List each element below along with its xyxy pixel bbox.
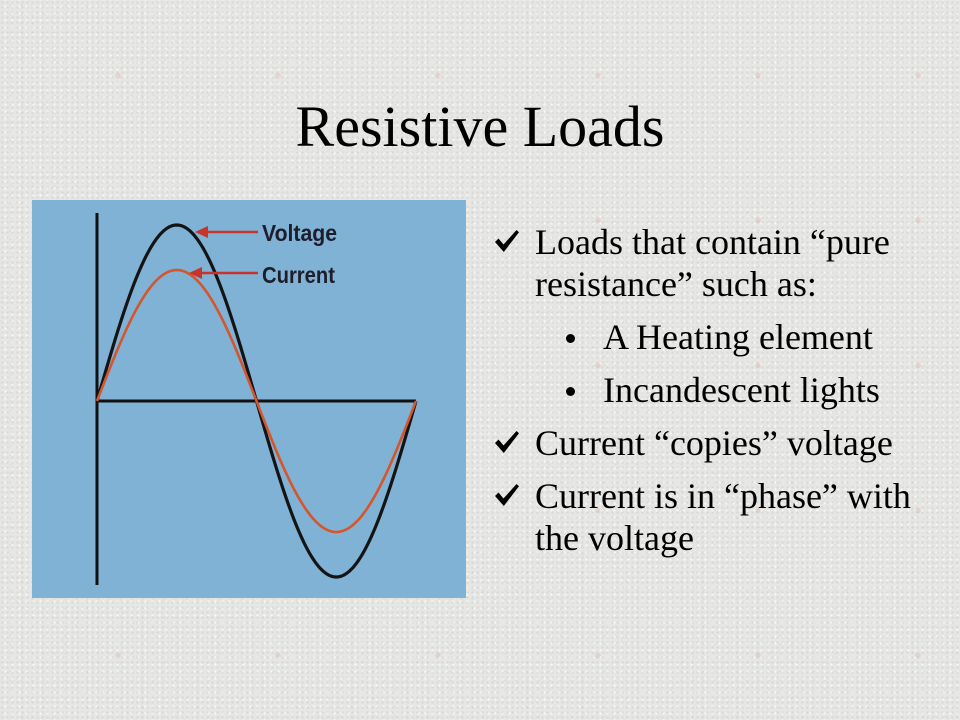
check-icon bbox=[495, 484, 519, 506]
current-arrow bbox=[189, 267, 258, 279]
bullet-item: Current is in “phase” with the voltage bbox=[494, 475, 924, 559]
bullet-dot-icon bbox=[566, 334, 575, 343]
sub-bullet-text: Incandescent lights bbox=[603, 370, 880, 410]
bullet-item: Current “copies” voltage bbox=[494, 422, 924, 464]
bullet-dot-icon bbox=[566, 387, 575, 396]
voltage-label: Voltage bbox=[262, 220, 337, 246]
waveform-diagram: Voltage Current bbox=[32, 200, 466, 598]
check-icon bbox=[495, 431, 519, 453]
bullet-text: Loads that contain “pure resistance” suc… bbox=[535, 222, 890, 304]
bullet-text: Current is in “phase” with the voltage bbox=[535, 476, 911, 558]
waveform-svg: Voltage Current bbox=[95, 213, 418, 585]
current-wave bbox=[95, 268, 418, 534]
voltage-arrow bbox=[195, 226, 258, 238]
slide-title: Resistive Loads bbox=[295, 94, 665, 159]
bullet-item: Loads that contain “pure resistance” suc… bbox=[494, 221, 924, 305]
sub-bullet-text: A Heating element bbox=[603, 317, 873, 357]
bullet-text: Current “copies” voltage bbox=[535, 423, 893, 463]
sub-bullet-item: A Heating element bbox=[494, 316, 924, 358]
current-label: Current bbox=[262, 262, 335, 288]
check-icon bbox=[495, 230, 519, 252]
bullet-list: Loads that contain “pure resistance” suc… bbox=[494, 221, 924, 559]
sub-bullet-item: Incandescent lights bbox=[494, 369, 924, 411]
